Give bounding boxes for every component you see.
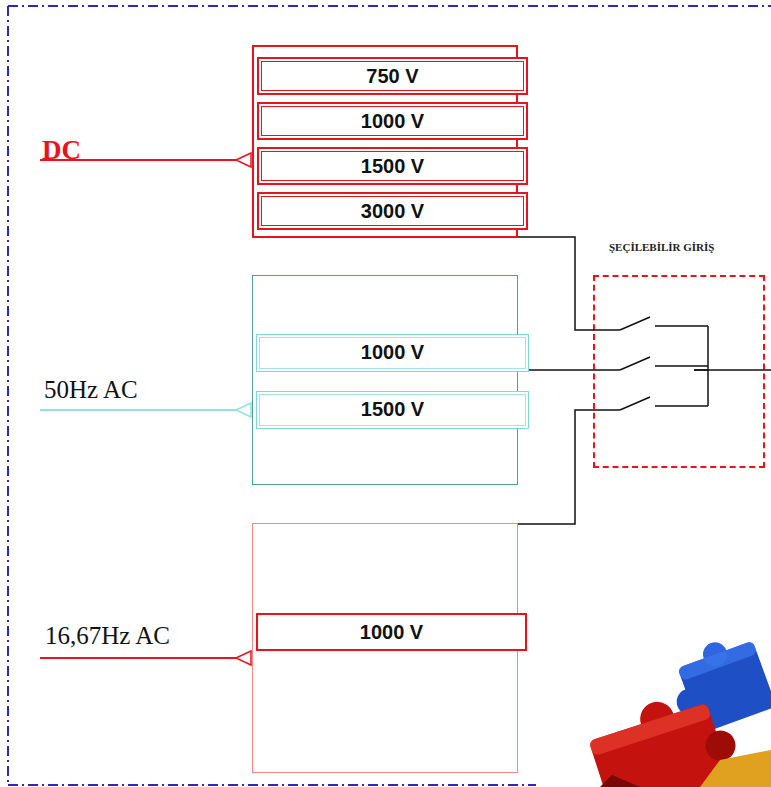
feed-wire [518,237,593,330]
group-label: DC [42,135,81,166]
voltage-box: 1000 V [257,102,528,140]
voltage-box: 1500 V [257,147,528,185]
page-frame [8,6,771,785]
voltage-label: 3000 V [259,194,526,228]
voltage-box: 1000 V [256,613,527,651]
voltage-label: 1500 V [259,149,526,183]
dc-group-box: DC750 V1000 V1500 V3000 V [252,45,518,238]
ac50-group-box: 50Hz AC1000 V1500 V [252,275,518,485]
switch-contact [655,325,708,327]
group-label: 50Hz AC [44,376,138,404]
feed-line-16hz [40,651,251,665]
switch-input [593,329,620,331]
selector-box: ŞEÇİLEBİLİR GİRİŞ [593,275,765,468]
voltage-box: 1000 V [256,334,529,372]
switch-input [593,369,620,371]
output-tap [694,369,708,371]
group-label: ŞEÇİLEBİLİR GİRİŞ [609,241,714,253]
voltage-label: 1000 V [257,335,528,369]
switch-input [593,409,620,411]
switch-blade [620,317,650,330]
ac16-group-box: 16,67Hz AC1000 V [252,523,518,773]
puzzle-illustration [583,629,771,787]
group-label: 16,67Hz AC [45,622,170,650]
voltage-label: 750 V [259,59,526,93]
switch-blade [620,357,650,370]
switch-contact [655,405,708,407]
voltage-box: 750 V [257,57,528,95]
voltage-label: 1500 V [257,392,528,426]
switch-contacts [593,275,765,468]
voltage-label: 1000 V [259,104,526,138]
feed-wire [518,369,593,371]
voltage-box: 1500 V [256,391,529,429]
switch-blade [620,397,650,410]
feed-line-50hz [40,403,251,417]
switch-contact [655,365,708,367]
feed-wire [518,410,593,524]
switch-bus [707,326,709,406]
voltage-label: 1000 V [258,615,525,649]
output-line [694,369,771,371]
voltage-box: 3000 V [257,192,528,230]
